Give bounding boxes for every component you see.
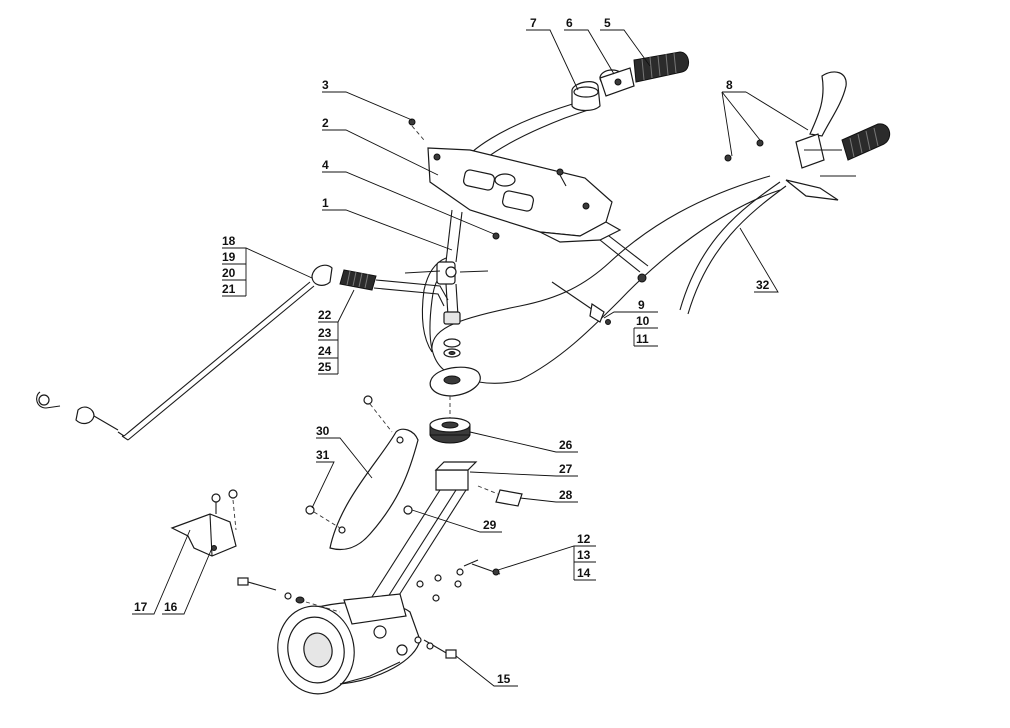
label-part-20: 20 <box>222 266 236 280</box>
label-part-8: 8 <box>726 78 733 92</box>
throttle-grip <box>339 266 489 307</box>
gearbox-housing <box>277 593 421 695</box>
lower-left-bolts <box>237 577 341 613</box>
steering-mast <box>369 461 523 601</box>
label-part-11: 11 <box>636 332 649 346</box>
mounting-bracket <box>170 489 238 557</box>
label-part-16: 16 <box>164 600 178 614</box>
label-part-7: 7 <box>530 16 537 30</box>
mast-bolts <box>416 559 501 602</box>
label-part-22: 22 <box>318 308 332 322</box>
part-labels: 3 2 4 1 18 19 20 21 22 23 24 25 7 6 5 8 … <box>134 16 770 686</box>
label-part-3: 3 <box>322 78 329 92</box>
label-part-28: 28 <box>559 488 573 502</box>
splash-guard <box>305 395 419 551</box>
label-part-19: 19 <box>222 250 236 264</box>
label-part-31: 31 <box>316 448 330 462</box>
label-part-13: 13 <box>577 548 591 562</box>
label-part-6: 6 <box>566 16 573 30</box>
label-part-24: 24 <box>318 344 332 358</box>
label-part-17: 17 <box>134 600 148 614</box>
label-part-14: 14 <box>577 566 591 580</box>
control-cable <box>679 181 787 315</box>
label-part-12: 12 <box>577 532 591 546</box>
control-panel-cover <box>427 147 622 243</box>
handlebar-tube <box>421 99 781 384</box>
label-part-15: 15 <box>497 672 511 686</box>
right-hand-grip <box>724 71 891 201</box>
bolt-15 <box>414 636 457 659</box>
bearing-gear <box>429 396 471 444</box>
label-part-32: 32 <box>756 278 770 292</box>
left-hand-grip <box>571 51 689 112</box>
label-part-29: 29 <box>483 518 497 532</box>
label-part-10: 10 <box>636 314 650 328</box>
hardware-fasteners-upper <box>408 118 647 325</box>
label-part-2: 2 <box>322 116 329 130</box>
label-part-25: 25 <box>318 360 332 374</box>
label-part-5: 5 <box>604 16 611 30</box>
leader-lines <box>132 29 809 687</box>
label-part-27: 27 <box>559 462 573 476</box>
label-part-4: 4 <box>322 158 329 172</box>
steering-column <box>436 209 463 358</box>
label-part-1: 1 <box>322 196 329 210</box>
label-frames <box>132 29 778 687</box>
label-part-30: 30 <box>316 424 330 438</box>
label-part-23: 23 <box>318 326 332 340</box>
label-part-9: 9 <box>638 298 645 312</box>
column-base-plate <box>429 366 481 397</box>
label-part-18: 18 <box>222 234 236 248</box>
label-part-26: 26 <box>559 438 573 452</box>
knob-and-rod <box>36 264 333 441</box>
label-part-21: 21 <box>222 282 236 296</box>
